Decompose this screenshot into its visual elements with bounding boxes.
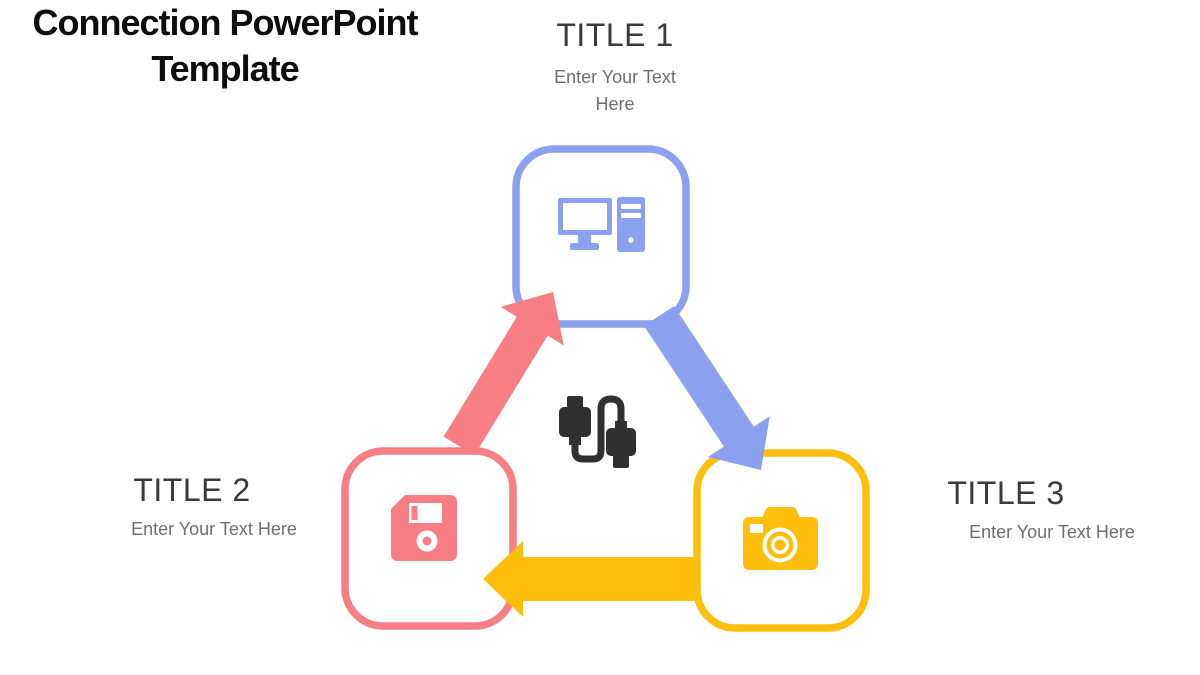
node-3-title: TITLE 3: [947, 475, 1065, 511]
node-1-subtitle: Enter Your Text Here: [554, 67, 676, 114]
slide-title: Connection PowerPoint Template: [32, 2, 418, 89]
node-2-subtitle: Enter Your Text Here: [131, 519, 297, 539]
computer-icon: [558, 197, 645, 252]
node-1-title: TITLE 1: [556, 17, 674, 53]
arrow-node2-to-node1: [443, 292, 564, 456]
arrow-node3-to-node2: [483, 541, 697, 617]
usb-cable-icon: [559, 395, 636, 468]
node-3-subtitle: Enter Your Text Here: [969, 522, 1135, 542]
floppy-disk-icon: [391, 495, 457, 561]
node-1-box: [512, 145, 690, 328]
node-2-title: TITLE 2: [133, 472, 251, 508]
camera-icon: [743, 507, 818, 570]
arrow-node1-to-node3: [644, 306, 770, 470]
